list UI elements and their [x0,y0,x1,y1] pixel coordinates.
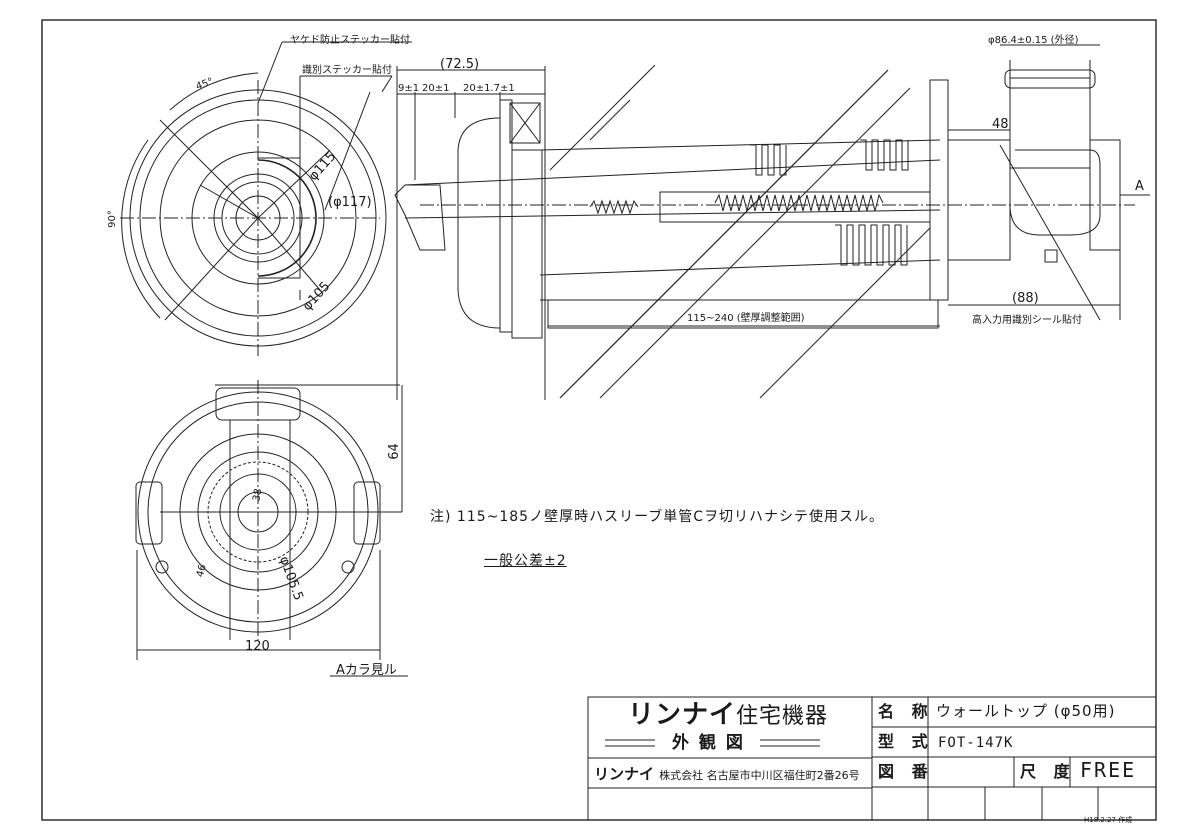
name-key: 名 称 [878,702,934,721]
name-value: ウォールトップ (φ50用) [936,702,1116,720]
model-value: FOT-147K [938,735,1014,751]
dim-48: 48 [992,117,1009,132]
dim-20b: 20±1.7±1 [463,83,515,94]
brand-header: リンナイ住宅機器 [628,702,828,728]
dim-wall-range: 115~240 (壁厚調整範囲) [687,313,805,324]
dim-angle-90: 90° [106,210,118,228]
end-view-from-a [135,380,408,677]
company-brand: リンナイ [594,765,655,783]
general-tolerance: 一般公差±2 [484,553,567,569]
view-from-a-label: Aカラ見ル [336,663,397,678]
dim-88: (88) [1012,291,1039,306]
drawing-number-key: 図 番 [878,762,934,781]
id-sticker-label: 識別ステッカー貼付 [302,65,392,76]
burn-sticker-label: ヤケド防止ステッカー貼付 [290,35,410,46]
dim-120: 120 [245,639,270,654]
scale-key: 尺 度 [1020,762,1076,781]
brand-suffix: 住宅機器 [736,704,829,729]
view-a-marker: A [1135,179,1144,194]
dim-20a: 20±1 [422,83,450,94]
title-block-frame [587,696,1157,821]
dim-phi86: φ86.4±0.15 (外径) [988,35,1079,46]
side-view [394,44,1150,400]
dim-9: 9±1 [398,83,420,94]
dim-64: 64 [386,443,402,460]
company-line: リンナイ 株式会社 名古屋市中川区福住町2番26号 [594,766,860,782]
creation-date: H18.2.27 作成 [1084,816,1133,824]
note-main: 注) 115~185ノ壁厚時ハスリーブ単管Cヲ切リハナシテ使用スル。 [430,509,885,525]
scale-value: FREE [1080,758,1137,782]
front-view-circular [120,41,412,356]
drawing-type: 外 観 図 [672,733,745,753]
dim-72-5: (72.5) [440,57,480,72]
dim-phi117: (φ117) [328,195,372,210]
high-input-seal-label: 高入力用識別シール貼付 [972,315,1082,326]
company-address: 株式会社 名古屋市中川区福住町2番26号 [659,769,860,782]
brand-logo: リンナイ [628,700,737,730]
spring-coil [589,199,639,215]
model-key: 型 式 [878,732,934,751]
